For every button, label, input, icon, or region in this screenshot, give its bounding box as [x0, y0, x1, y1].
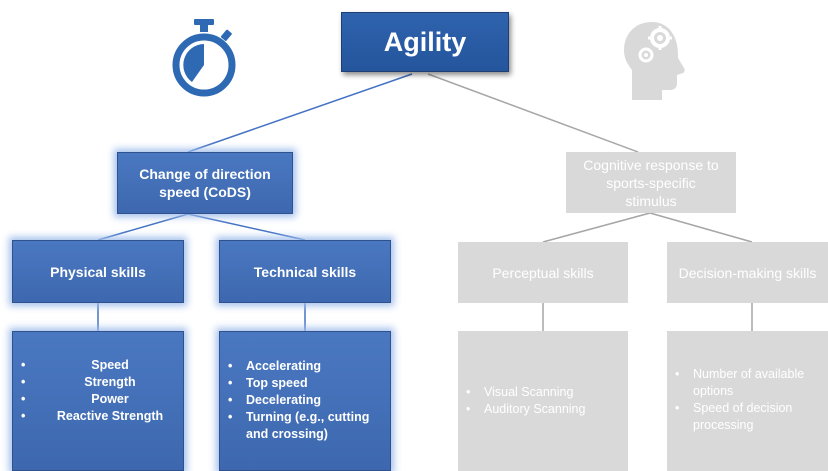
- line-cognitive-decision: [649, 212, 753, 243]
- perceptual-skills-box: Perceptual skills: [458, 242, 628, 303]
- decision-making-skills-label: Decision-making skills: [678, 264, 817, 281]
- cognitive-box: Cognitive response to sports-specific st…: [566, 152, 736, 213]
- list-item: Top speed: [222, 375, 384, 392]
- cods-box: Change of direction speed (CoDS): [117, 152, 293, 214]
- decision-list-box: Number of available options Speed of dec…: [667, 331, 828, 471]
- physical-skills-box: Physical skills: [12, 240, 184, 303]
- line-cods-physical: [97, 213, 189, 241]
- technical-skills-label: Technical skills: [253, 263, 357, 280]
- technical-skills-box: Technical skills: [219, 240, 391, 303]
- list-item: Turning (e.g., cutting and crossing): [222, 409, 384, 443]
- list-item: Reactive Strength: [15, 408, 181, 425]
- list-item: Decelerating: [222, 392, 384, 409]
- agility-title: Agility: [383, 26, 467, 57]
- decision-list: Number of available options Speed of dec…: [669, 366, 825, 434]
- list-item: Number of available options: [669, 366, 825, 400]
- list-item: Speed of decision processing: [669, 400, 825, 434]
- perceptual-list-box: Visual Scanning Auditory Scanning: [458, 331, 628, 471]
- stopwatch-icon: [172, 19, 236, 97]
- line-cognitive-perceptual: [542, 212, 651, 243]
- list-item: Speed: [15, 357, 181, 374]
- technical-list-box: Accelerating Top speed Decelerating Turn…: [219, 331, 391, 471]
- technical-list: Accelerating Top speed Decelerating Turn…: [222, 358, 384, 443]
- cods-label: Change of direction speed (CoDS): [139, 166, 271, 200]
- physical-list: Speed Strength Power Reactive Strength: [15, 357, 181, 425]
- list-item: Auditory Scanning: [460, 401, 624, 418]
- perceptual-skills-label: Perceptual skills: [492, 264, 594, 281]
- head-gears-icon: [624, 22, 685, 100]
- physical-skills-label: Physical skills: [50, 263, 146, 280]
- list-item: Accelerating: [222, 358, 384, 375]
- decision-making-skills-box: Decision-making skills: [667, 242, 828, 303]
- physical-list-box: Speed Strength Power Reactive Strength: [12, 331, 184, 471]
- line-cods-technical: [187, 213, 306, 241]
- agility-title-box: Agility: [341, 12, 509, 72]
- list-item: Visual Scanning: [460, 384, 624, 401]
- line-agility-cognitive: [427, 73, 639, 153]
- cognitive-label: Cognitive response to sports-specific st…: [583, 156, 719, 209]
- list-item: Strength: [15, 374, 181, 391]
- line-agility-cods: [187, 73, 413, 153]
- list-item: Power: [15, 391, 181, 408]
- perceptual-list: Visual Scanning Auditory Scanning: [460, 384, 624, 418]
